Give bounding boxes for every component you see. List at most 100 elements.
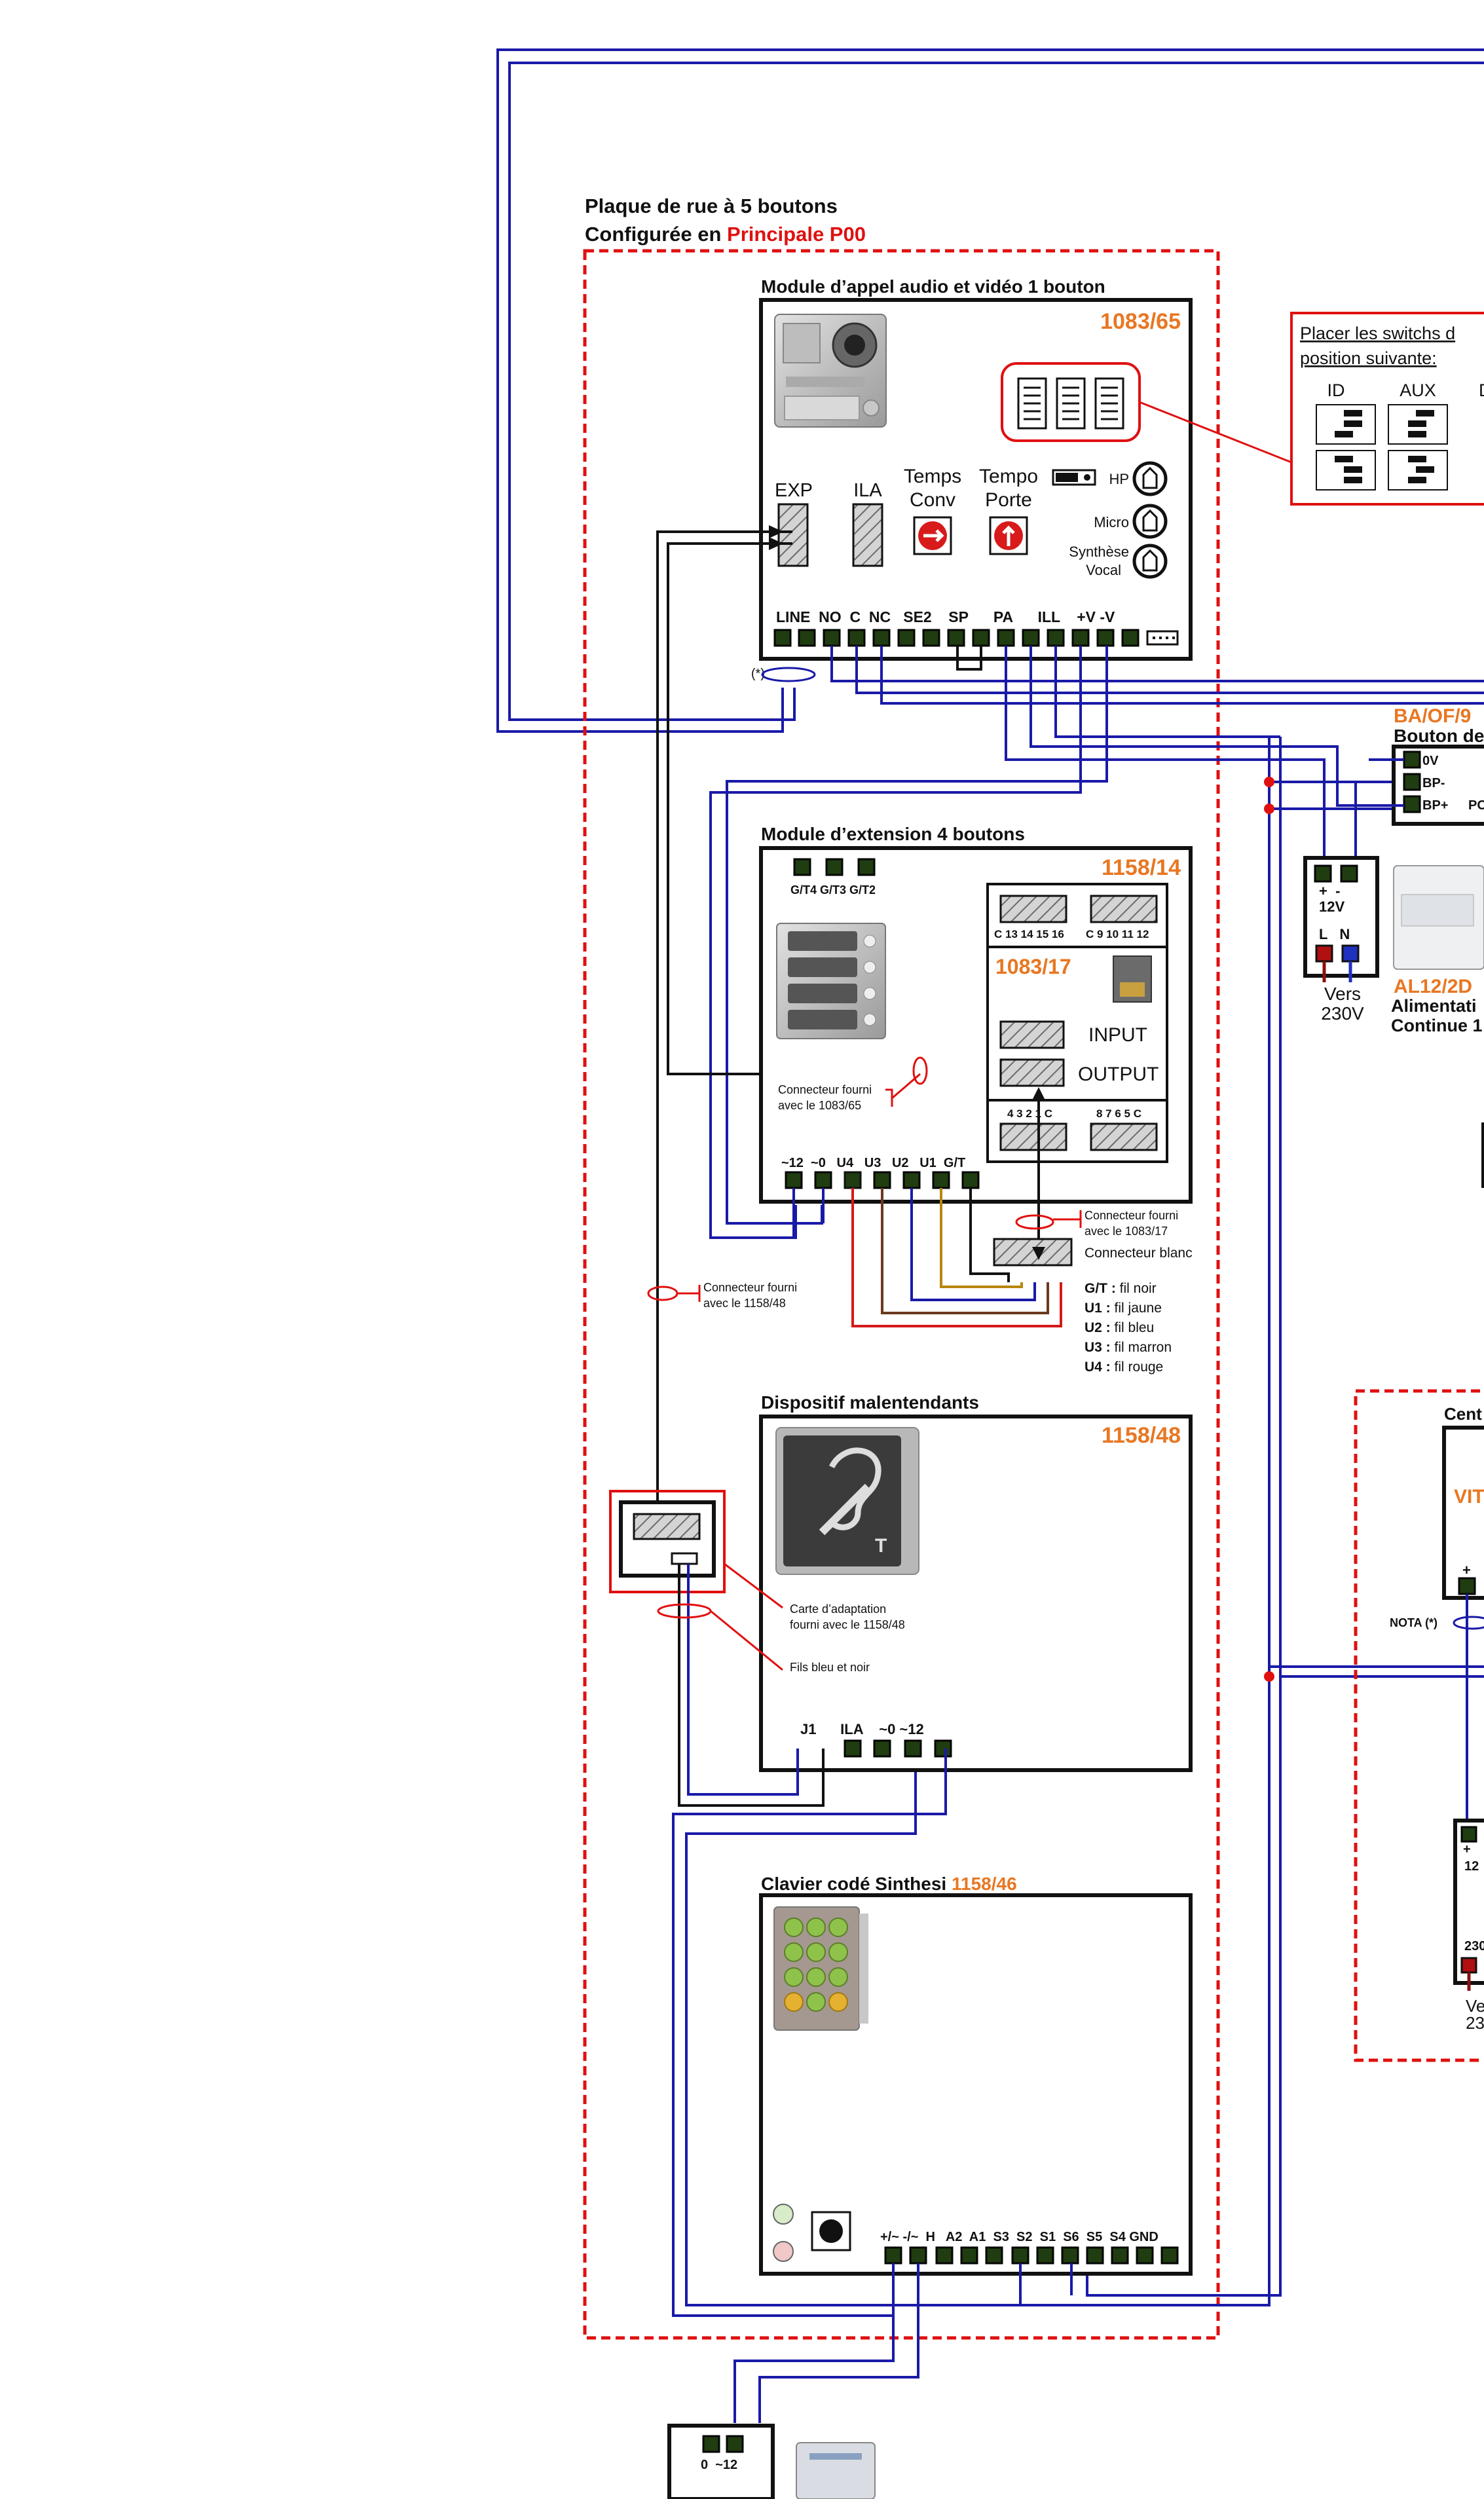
top-blue-loop [496,48,1484,733]
module-ext-title: Module d’extension 4 boutons [761,824,1025,844]
white-connector [993,1238,1073,1267]
right-side-devices: BA/OF/9 Bouton de 0V BP- BP+ PO + - 12V … [1303,705,1484,2062]
switch-note: Placer les switchs d position suivante: … [1290,312,1484,506]
input-label: INPUT [1088,1024,1147,1046]
bottom-psu: 0 ~12 [667,2424,876,2499]
central-ve: Ve [1466,1996,1484,2016]
psu-pm: + - [1319,883,1340,899]
connector-c2-label: C 9 10 11 12 [1086,928,1149,940]
module-call-terminal-labels: LINE NO C NC SE2 SP PA ILL +V -V [776,608,1115,625]
micro-label: Micro [1094,514,1129,530]
module-hearing-title: Dispositif malentendants [761,1392,979,1413]
exp-connector [777,503,809,567]
output-label: OUTPUT [1078,1064,1159,1085]
twist-note: (*) [751,667,765,681]
keypad-wires [672,1749,1073,2423]
module-keypad-terminals [884,2246,1179,2265]
bp-minus: BP- [1422,776,1445,790]
adaptation-card [609,1490,825,1807]
switch-note-line2: position suivante: [1300,348,1437,368]
wires-note: Fils bleu et noir [790,1661,870,1674]
module-hearing-terminal-labels: J1 ILA ~0 ~12 [800,1721,924,1737]
keypad-led-green [773,2204,794,2225]
al-ref: AL12/2D [1394,976,1472,997]
switch-third-label: D [1479,380,1484,400]
bottom-psu-label: 0 ~12 [701,2458,737,2472]
tempo-porte-label-1: Tempo [979,466,1038,487]
wire-legend-u2: U2 : fil bleu [1085,1320,1154,1335]
ext-colored-wires [792,1087,1082,1327]
vit-label: VIT [1454,1486,1484,1508]
adaptation-card-highlight [609,1490,726,1593]
temps-conv-label-2: Conv [910,489,955,511]
central-psu-230: 230 [1464,1939,1484,1953]
hp-label: HP [1109,471,1129,487]
module-hearing-1158-48: Dispositif malentendants 1158/48 T J1 IL… [759,1392,1193,1772]
keypad-led-red [773,2241,794,2262]
nota-label: NOTA (*) [1390,1616,1438,1629]
wire-legend-u4: U4 : fil rouge [1085,1360,1163,1375]
hearing-loop-image: T [775,1427,919,1575]
wire-legend: G/T : fil noir U1 : fil jaune U2 : fil b… [1085,1281,1172,1375]
switch-id-label: ID [1327,380,1345,400]
module-call-1083-65: Module d’appel audio et vidéo 1 bouton 1… [751,276,1292,682]
al-desc-2: Continue 1 [1391,1016,1483,1035]
central-psu-box [1453,1819,1484,1985]
connector-c3-label: 4 3 2 1 C [1007,1107,1052,1120]
switch-note-frame [1290,312,1484,506]
ext-connector-note-1: Connecteur fourni [778,1083,872,1096]
wire-legend-gt: G/T : fil noir [1085,1281,1157,1296]
central-plus: + [1462,1562,1471,1578]
psu-vers: Vers [1324,984,1361,1004]
card-note-2: fourni avec le 1158/48 [790,1618,905,1631]
keypad-image [773,1906,868,2031]
panel-title: Plaque de rue à 5 boutons [585,194,838,217]
central-psu-12: 12 [1464,1859,1479,1874]
panel-subtitle: Configurée en Principale P00 [585,223,866,246]
hp-pot [1132,461,1168,496]
wire-legend-u3: U3 : fil marron [1085,1340,1172,1355]
ext-connector-note-2: avec le 1083/65 [778,1099,861,1112]
ba-ref: BA/OF/9 [1394,705,1471,727]
module-keypad-1158-46: Clavier codé Sinthesi 1158/46 +/~ -/~ H … [759,1874,1193,2276]
switch-aux-label: AUX [1400,380,1436,400]
module-hearing-ref: 1158/48 [1102,1423,1181,1448]
module-ext-gt-labels: G/T4 G/T3 G/T2 [790,883,876,897]
al-desc-1: Alimentati [1391,996,1477,1016]
connector-1158-48-note-2: avec le 1158/48 [703,1297,786,1310]
panel-frame [583,249,1220,2340]
bottom-psu-box [667,2424,775,2499]
synthese-label-2: Vocal [1086,562,1121,578]
four-button-panel-image [776,923,886,1039]
exp-label: EXP [775,480,813,501]
ila-label: ILA [853,480,882,501]
card-note-1: Carte d’adaptation [790,1602,886,1616]
bp-cut: PO [1468,798,1484,813]
central-psu-plus: + [1463,1842,1471,1857]
module-ext-1158-14: Module d’extension 4 boutons 1158/14 G/T… [759,824,1193,1204]
synthese-label-1: Synthèse [1069,544,1129,560]
sub-module-1083-17 [986,883,1168,1163]
module-keypad-terminal-labels: +/~ -/~ H A2 A1 S3 S2 S1 S6 S5 S4 GND [880,2230,1159,2244]
psu-12v: 12V [1319,898,1345,915]
connector-1083-17-note-3: Connecteur blanc [1085,1246,1193,1261]
connector-1083-17-note-1: Connecteur fourni [1085,1209,1178,1222]
sub-module-ref: 1083/17 [995,955,1071,978]
module-ext-terminals [785,1171,980,1189]
connector-c4-label: 8 7 6 5 C [1096,1107,1141,1120]
wire-legend-u1: U1 : fil jaune [1085,1301,1162,1316]
bp-0v: 0V [1422,754,1439,768]
bp-plus: BP+ [1422,798,1448,813]
psu-230v: 230V [1321,1003,1364,1024]
tempo-porte-label-2: Porte [985,489,1032,511]
central-label: Cent [1444,1404,1482,1424]
connector-1158-48-note-1: Connecteur fourni [703,1281,797,1294]
bouton-label: Bouton de [1394,726,1484,746]
intercom-camera-image [774,314,887,428]
connector-c1-label: C 13 14 15 16 [994,928,1064,940]
ila-connector [852,503,883,567]
module-ext-terminal-labels: ~12 ~0 U4 U3 U2 U1 G/T [781,1156,965,1170]
temps-conv-label-1: Temps [904,466,961,487]
micro-pot [1132,504,1168,539]
